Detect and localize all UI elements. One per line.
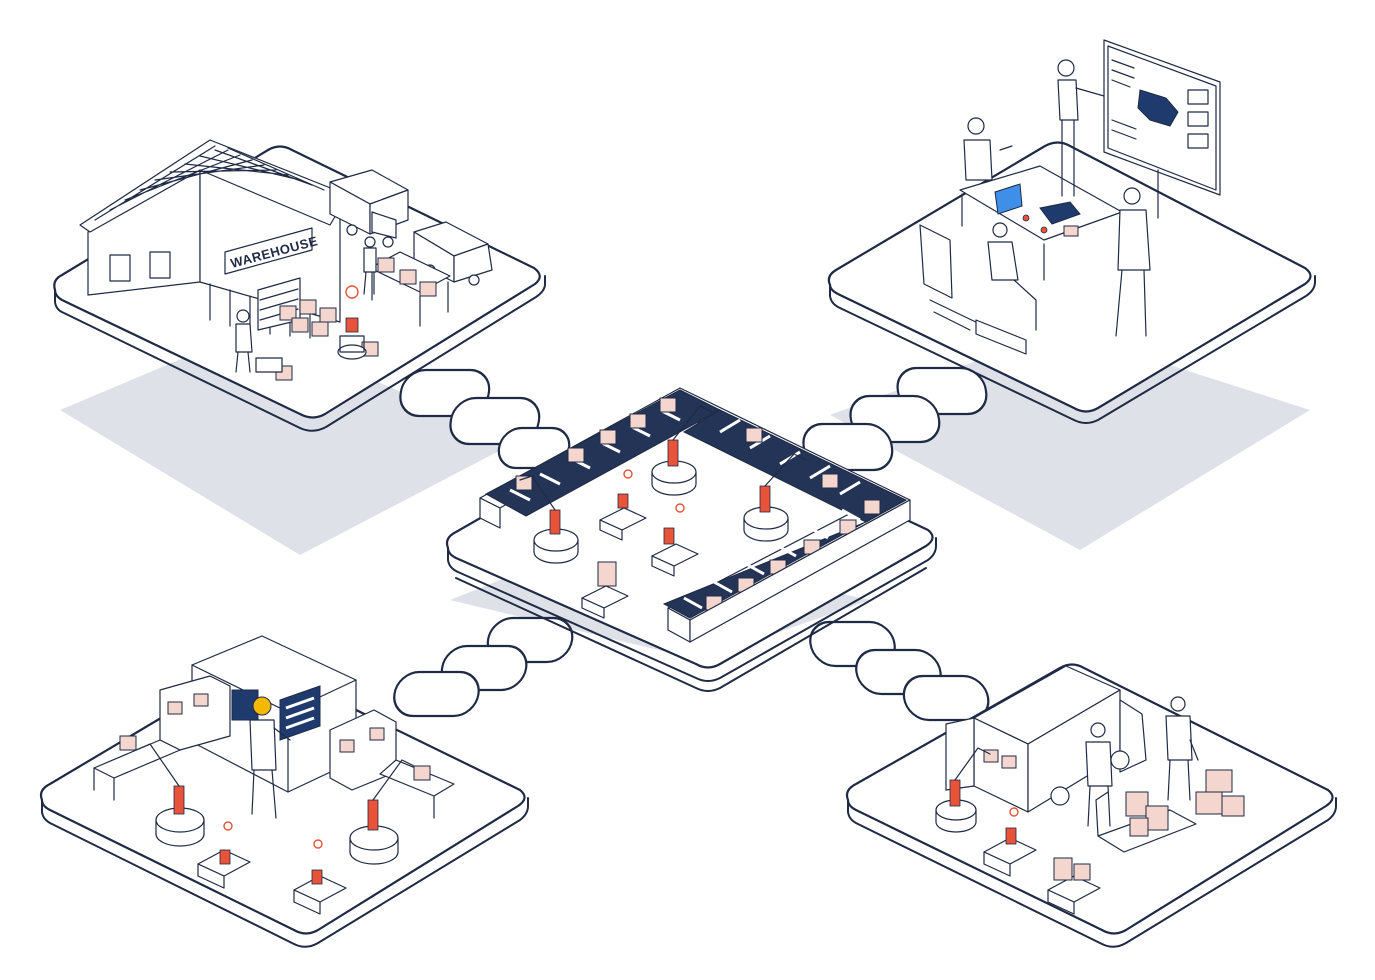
agv-robot-icon-5: [293, 839, 347, 915]
operator-worker: [249, 696, 291, 819]
control-room-zone: [827, 39, 1316, 424]
dock-worker: [1085, 722, 1113, 827]
warehouse-building: WAREHOUSE: [79, 139, 349, 339]
truck-icon: [329, 169, 409, 248]
robot-arm-icon-2: [651, 405, 713, 496]
meeting-table: [959, 165, 1123, 281]
robot-arm-icon-3: [743, 453, 807, 542]
delivery-robot-icon: [337, 285, 367, 360]
agv-robot-icon-3: [581, 561, 629, 619]
cart-with-boxes: [1095, 791, 1197, 853]
assembly-zone: [445, 387, 937, 692]
seated-person-2: [987, 222, 1037, 331]
robot-arm-icon-4: [135, 743, 205, 847]
seated-person: [963, 117, 1013, 181]
agv-robot-icon-4: [197, 821, 251, 889]
robot-arm-icon: [519, 475, 579, 564]
agv-robot-icon-7: [1047, 857, 1101, 915]
warehouse-worker-2: [363, 236, 377, 295]
dashboard-screen: [1103, 39, 1221, 219]
warehouse-worker: [235, 309, 283, 373]
dock-worker-2: [1165, 696, 1199, 801]
connector-pads: [393, 366, 990, 722]
stacked-boxes: [1195, 769, 1245, 817]
agv-robot-icon-2: [651, 503, 699, 577]
presenter-person: [1057, 59, 1105, 197]
side-machine: [159, 675, 397, 791]
warehouse-zone: WAREHOUSE: [53, 139, 546, 432]
warehouse-boxes: [275, 251, 451, 381]
office-chairs: [919, 224, 1027, 355]
agv-robot-icon: [599, 469, 647, 541]
agv-robot-icon-6: [983, 807, 1037, 877]
robot-arm-icon-5: [349, 759, 415, 865]
standing-person: [1115, 187, 1151, 337]
robot-arm-icon-6: [935, 747, 991, 833]
delivery-truck-icon: [945, 665, 1147, 813]
van-icon: [413, 221, 493, 286]
delivery-zone: [845, 663, 1337, 948]
production-zone: [39, 635, 529, 948]
